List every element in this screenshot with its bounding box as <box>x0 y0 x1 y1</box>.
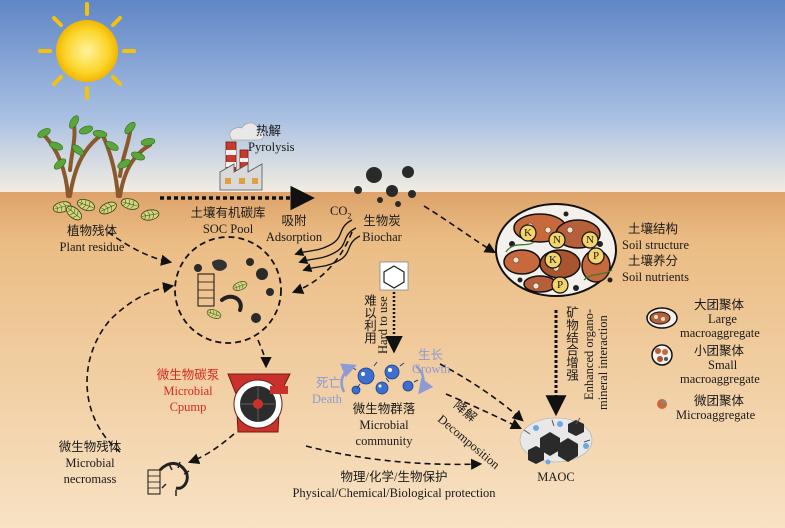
community-label-en-1: Microbial <box>359 418 409 432</box>
legend-small-label-en-1: Small <box>708 358 738 372</box>
maoc-label: MAOC <box>537 470 575 484</box>
plant-tree-icon <box>35 113 156 198</box>
nutrient-badges <box>519 224 605 294</box>
necromass-label-en-2: necromass <box>63 472 117 486</box>
nutrient-badge <box>581 231 599 249</box>
soc-pool-label-cn: 土壤有机碳库 <box>190 206 266 220</box>
soil-structure-label-cn: 土壤结构 <box>628 222 679 236</box>
soil-nutrients-label-cn: 土壤养分 <box>628 254 679 268</box>
adsorption-label-cn: 吸附 <box>281 214 307 228</box>
legend-micro-label-en: Microaggregate <box>676 408 756 422</box>
legend-micro-label-cn: 微团聚体 <box>694 394 745 408</box>
mineral-interaction-label-cn: 矿物结合增强 <box>564 306 578 381</box>
biochar-to-aggregate-arrow <box>423 205 496 254</box>
co2-label: CO2 <box>330 204 352 221</box>
nutrient-letter: P <box>592 250 600 262</box>
maoc-icon <box>519 417 593 465</box>
decomposition-arrow-1 <box>439 363 524 422</box>
growth-label-cn: 生长 <box>418 348 444 362</box>
biochar-to-soc-arrow <box>291 231 353 295</box>
growth-label-en: Growth <box>412 362 451 376</box>
death-cycle-arrow <box>340 363 357 393</box>
benzene-ring-icon <box>379 261 409 291</box>
death-label-cn: 死亡 <box>316 376 342 390</box>
cpump-label-cn: 微生物碳泵 <box>156 368 220 382</box>
cpump-label-en-2: Cpump <box>169 400 207 414</box>
nutrient-badge <box>548 231 566 249</box>
protection-label-en: Physical/Chemical/Biological protection <box>292 486 496 500</box>
pyrolysis-label-en: Pyrolysis <box>248 140 295 154</box>
biochar-particles <box>354 166 416 207</box>
nutrient-badge <box>587 247 605 265</box>
sun-icon <box>38 2 136 100</box>
necromass-to-soc-arrow <box>86 282 175 453</box>
soil-structure-label-en: Soil structure <box>622 238 690 252</box>
legend-micro-icon <box>657 399 667 409</box>
protection-arrow <box>305 445 483 470</box>
soil-nutrients-label-en: Soil nutrients <box>622 270 690 284</box>
hard-to-use-label-en: Hard to use <box>376 296 390 354</box>
legend-large-label-en-1: Large <box>708 312 737 326</box>
adsorption-label-en: Adsorption <box>265 230 323 244</box>
pyrolysis-label-cn: 热解 <box>256 124 282 138</box>
soc-to-cpump-arrow <box>257 339 272 369</box>
microbial-pump-icon <box>227 373 291 433</box>
nutrient-badge <box>519 224 537 242</box>
nutrient-letter: N <box>586 234 594 246</box>
factory-icon <box>219 122 265 191</box>
necromass-icon <box>147 461 190 496</box>
biochar-label-en: Biochar <box>362 230 402 244</box>
plant-to-soc-arrow <box>107 231 173 266</box>
mineral-interaction-label-en-1: Enhanced organo- <box>582 308 596 400</box>
adsorption-arrows <box>294 219 361 273</box>
necromass-label-en-1: Microbial <box>65 456 115 470</box>
legend-large-icon <box>646 307 678 329</box>
plant-residue-label-en: Plant residue <box>59 240 125 254</box>
nutrient-letter: N <box>553 234 561 246</box>
protection-label-cn: 物理/化学/生物保护 <box>340 470 448 484</box>
cpump-to-necromass-arrow <box>187 433 235 465</box>
necromass-label-cn: 微生物残体 <box>58 440 122 454</box>
legend-small-label-cn: 小团聚体 <box>694 344 745 358</box>
nutrient-badge <box>544 251 562 269</box>
nutrient-letter: P <box>556 279 564 291</box>
nutrient-badge <box>551 276 569 294</box>
nutrient-letter: K <box>549 254 557 266</box>
plant-residue-label-cn: 植物残体 <box>66 224 118 238</box>
mineral-interaction-label-en-2: mineral interaction <box>596 315 610 410</box>
community-label-en-2: community <box>355 434 413 448</box>
legend-small-label-en-2: macroaggregate <box>680 372 760 386</box>
hard-to-use-label-cn: 难以利用 <box>362 294 376 344</box>
cpump-label-en-1: Microbial <box>163 384 213 398</box>
legend-small-icon <box>651 344 673 366</box>
biochar-label-cn: 生物炭 <box>363 214 401 228</box>
decomposition-arrow-2 <box>445 393 523 430</box>
nutrient-letter: K <box>524 227 532 239</box>
legend-large-label-cn: 大团聚体 <box>694 298 745 312</box>
legend-large-label-en-2: macroaggregate <box>680 326 760 340</box>
community-label-cn: 微生物群落 <box>352 402 416 416</box>
soc-pool-circle <box>174 236 282 344</box>
death-label-en: Death <box>312 392 342 406</box>
growth-cycle-arrow <box>415 365 434 395</box>
soc-pool-label-en: SOC Pool <box>202 222 254 236</box>
